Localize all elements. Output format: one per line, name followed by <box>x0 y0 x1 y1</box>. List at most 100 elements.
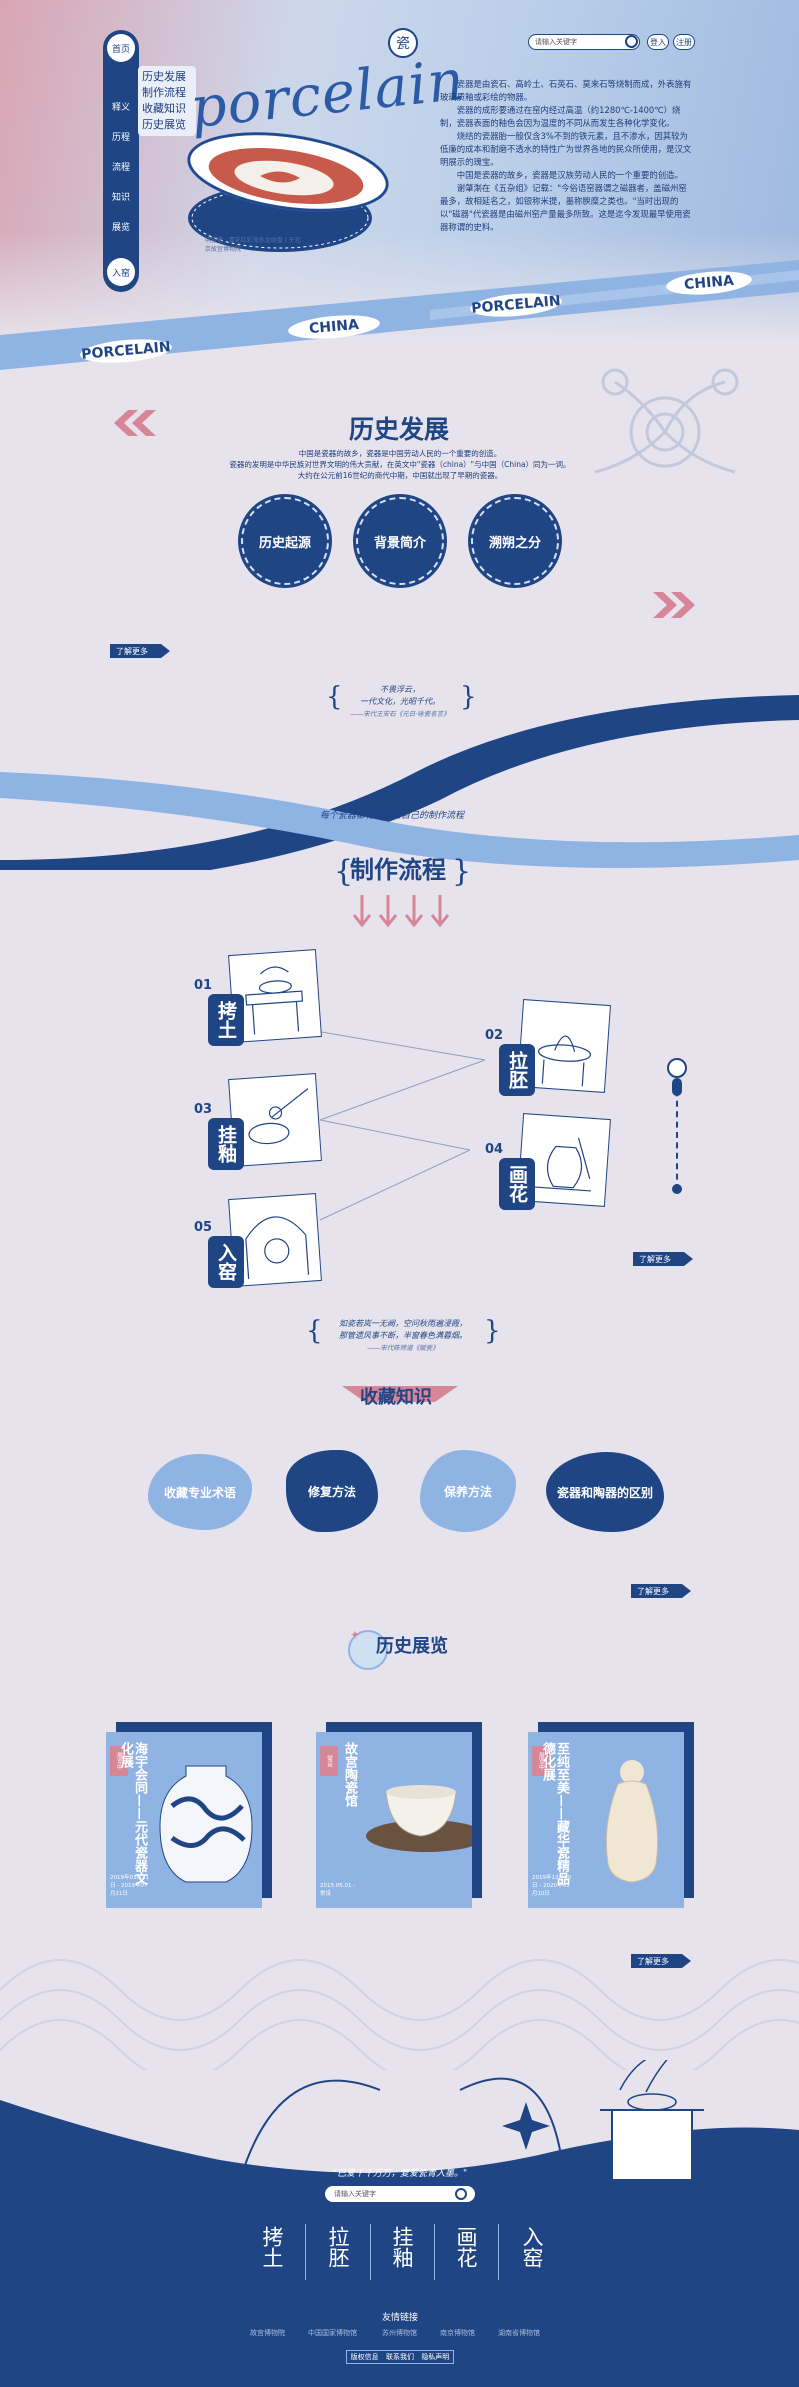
collect-item-difference[interactable]: 瓷器和陶器的区别 <box>546 1452 664 1532</box>
nav-link-history[interactable]: 历史发展 <box>142 70 186 83</box>
left-brace-icon: { <box>306 1316 323 1346</box>
history-text: 中国是瓷器的故乡，瓷器是中国劳动人民的一个重要的创造。 瓷器的发明是中华民族对世… <box>200 448 600 481</box>
intro-paragraph: 瓷器是由瓷石、高岭土、石英石、莫来石等烧制而成，外表施有玻璃质釉或彩绘的物器。 <box>440 79 692 102</box>
divider <box>434 2224 435 2280</box>
nav-link-process[interactable]: 制作流程 <box>142 86 186 99</box>
divider <box>370 2224 371 2280</box>
side-nav-kiln[interactable]: 入窑 <box>107 258 135 286</box>
exhibit-more-button[interactable]: 了解更多 <box>631 1954 691 1968</box>
nav-link-exhibit[interactable]: 历史展览 <box>142 118 186 131</box>
collect-more-button[interactable]: 了解更多 <box>631 1584 691 1598</box>
left-brace-icon: { <box>334 854 354 889</box>
side-nav-item[interactable]: 历程 <box>111 133 130 143</box>
right-brace-icon: } <box>452 854 472 889</box>
site-logo[interactable]: 瓷 <box>388 28 418 58</box>
history-circle-trace[interactable]: 溯朔之分 <box>471 497 559 585</box>
step-badge-hua-hua[interactable]: 画花 <box>499 1158 535 1210</box>
history-circle-background[interactable]: 背景简介 <box>356 497 444 585</box>
collect-item-repair[interactable]: 修复方法 <box>286 1450 378 1532</box>
search-icon[interactable] <box>625 35 638 48</box>
vertical-slider-track[interactable] <box>676 1080 678 1190</box>
card-face: 展览中 至纯至美——藏华瓷精品德化展 2019年12月10日 - 2020年03… <box>528 1732 684 1908</box>
exhibit-card[interactable]: 常设 故宫陶瓷馆 2015.05.01 - 常设 <box>316 1722 482 1908</box>
process-quote: 如瓷若岚一无阙，空问秋雨遍浸霞， 那管遗风事不断，半窗春色满暮烟。 ——宋代陈师… <box>318 1318 488 1354</box>
history-text-line: 瓷器的发明是中华民族对世界文明的伟大贡献，在英文中"瓷器（china）"与中国（… <box>229 460 571 469</box>
step-badge-la-pi[interactable]: 拉胚 <box>499 1044 535 1096</box>
contact-link[interactable]: 联系我们 <box>385 2353 414 2361</box>
step-number: 04 <box>485 1142 504 1157</box>
quote-line: 不畏浮云， <box>380 685 420 694</box>
side-nav-item[interactable]: 释义 <box>111 103 130 113</box>
header-search-input[interactable]: 请输入关键字 <box>528 34 640 50</box>
register-button[interactable]: 注册 <box>673 34 695 50</box>
exhibit-card[interactable]: 展览中 至纯至美——藏华瓷精品德化展 2019年12月10日 - 2020年03… <box>528 1722 694 1908</box>
history-text-line: 中国是瓷器的故乡，瓷器是中国劳动人民的一个重要的创造。 <box>298 449 502 458</box>
wave-pattern-decoration <box>0 1959 799 2070</box>
history-more-button[interactable]: 了解更多 <box>110 644 170 658</box>
exhibit-title: 历史展览 <box>376 1636 448 1657</box>
side-nav-item[interactable]: 流程 <box>111 163 130 173</box>
intro-paragraph: 瓷器的成形要通过在窑内经过高温（约1280℃-1400℃）烧制，瓷器表面的釉色会… <box>440 105 681 128</box>
exhibit-card-title: 故宫陶瓷馆 <box>342 1742 357 1807</box>
exhibit-card[interactable]: 展览中 海宇会同——元代瓷器文化展 2019年03月21日 - 2019年07月… <box>106 1722 272 1908</box>
exhibit-card-title: 至纯至美——藏华瓷精品德化展 <box>540 1742 569 1885</box>
exhibit-card-title: 海宇会同——元代瓷器文化展 <box>118 1742 147 1885</box>
intro-paragraph: 烧结的瓷器胎一般仅含3%不到的铁元素，且不渗水，因其较为低廉的成本和耐磨不透水的… <box>440 131 692 167</box>
vertical-slider-handle[interactable] <box>672 1078 682 1096</box>
step-number: 03 <box>194 1102 213 1117</box>
side-nav-home[interactable]: 首页 <box>107 34 135 62</box>
double-chevron-left-icon <box>114 410 156 436</box>
step-illustration <box>517 1113 611 1207</box>
step-number: 05 <box>194 1220 213 1235</box>
exhibit-title-ornament <box>348 1630 388 1670</box>
step-illustration <box>228 949 322 1043</box>
friend-link[interactable]: 南京博物馆 <box>440 2329 475 2337</box>
step-number: 02 <box>485 1028 504 1043</box>
collect-item-maintain[interactable]: 保养方法 <box>420 1450 516 1532</box>
friend-link[interactable]: 湖南省博物馆 <box>498 2329 540 2337</box>
intro-paragraph: 中国是瓷器的故乡，瓷器是汉族劳动人民的一个重要的创造。 <box>456 170 683 180</box>
privacy-link[interactable]: 隐私声明 <box>421 2353 450 2361</box>
nav-link-collect[interactable]: 收藏知识 <box>142 102 186 115</box>
blue-white-jar-image <box>159 1765 253 1883</box>
star-icon: ✦ <box>350 1628 361 1642</box>
card-face: 常设 故宫陶瓷馆 2015.05.01 - 常设 <box>316 1732 472 1908</box>
exhibit-status-tag: 展览中 <box>110 1746 128 1776</box>
process-more-button[interactable]: 了解更多 <box>633 1252 693 1266</box>
right-brace-icon: } <box>460 682 477 712</box>
intro-paragraph: 谢肇淛在《五杂组》记载："今俗语窑器谓之磁器者，盖磁州窑最多，故相延名之，如银称… <box>440 183 691 232</box>
step-illustration <box>228 1193 322 1287</box>
friend-link[interactable]: 苏州博物馆 <box>382 2329 417 2337</box>
step-badge-kao-tu[interactable]: 拷土 <box>208 994 244 1046</box>
step-badge-ru-yao[interactable]: 入窑 <box>208 1236 244 1288</box>
login-button[interactable]: 登入 <box>647 34 669 50</box>
footer-quote: "已爱千千万万，复爱瓷青入墨。" <box>332 2169 468 2179</box>
side-nav-item[interactable]: 展览 <box>111 223 130 233</box>
footer-craft-item[interactable]: 入窑 <box>520 2226 544 2268</box>
friend-link[interactable]: 中国国家博物馆 <box>308 2329 357 2337</box>
divider <box>498 2224 499 2280</box>
exhibit-card-date: 2019年03月21日 - 2019年07月21日 <box>110 1875 149 1897</box>
exhibit-card-date: 2015.05.01 - 常设 <box>320 1883 356 1897</box>
process-connectors <box>309 1029 486 1221</box>
double-chevron-right-icon <box>653 592 695 618</box>
footer-search-input[interactable]: 请输入关键字 <box>325 2186 475 2202</box>
collect-item-terms[interactable]: 收藏专业术语 <box>148 1454 252 1530</box>
hero-intro: 瓷器是由瓷石、高岭土、石英石、莫来石等烧制而成，外表施有玻璃质釉或彩绘的物器。 … <box>440 78 695 234</box>
collect-title-ribbon <box>342 1386 458 1402</box>
quote-line: 那管遗风事不断，半窗春色满暮烟。 <box>339 1331 467 1340</box>
footer-craft-item[interactable]: 拷土 <box>260 2226 284 2268</box>
process-title: 制作流程 <box>350 855 446 884</box>
friend-link[interactable]: 故宫博物院 <box>250 2329 285 2337</box>
footer-craft-item[interactable]: 拉胚 <box>326 2226 350 2268</box>
process-wave-band <box>0 695 799 870</box>
exhibit-status-tag: 常设 <box>320 1746 338 1776</box>
history-circle-origin[interactable]: 历史起源 <box>241 497 329 585</box>
step-badge-gua-you[interactable]: 挂釉 <box>208 1118 244 1170</box>
copyright-link[interactable]: 版权信息 <box>350 2353 379 2361</box>
search-icon[interactable] <box>455 2188 467 2200</box>
footer-craft-item[interactable]: 挂釉 <box>390 2226 414 2268</box>
side-nav-item[interactable]: 知识 <box>111 193 130 203</box>
footer-craft-item[interactable]: 画花 <box>454 2226 478 2268</box>
history-title: 历史发展 <box>349 415 450 444</box>
